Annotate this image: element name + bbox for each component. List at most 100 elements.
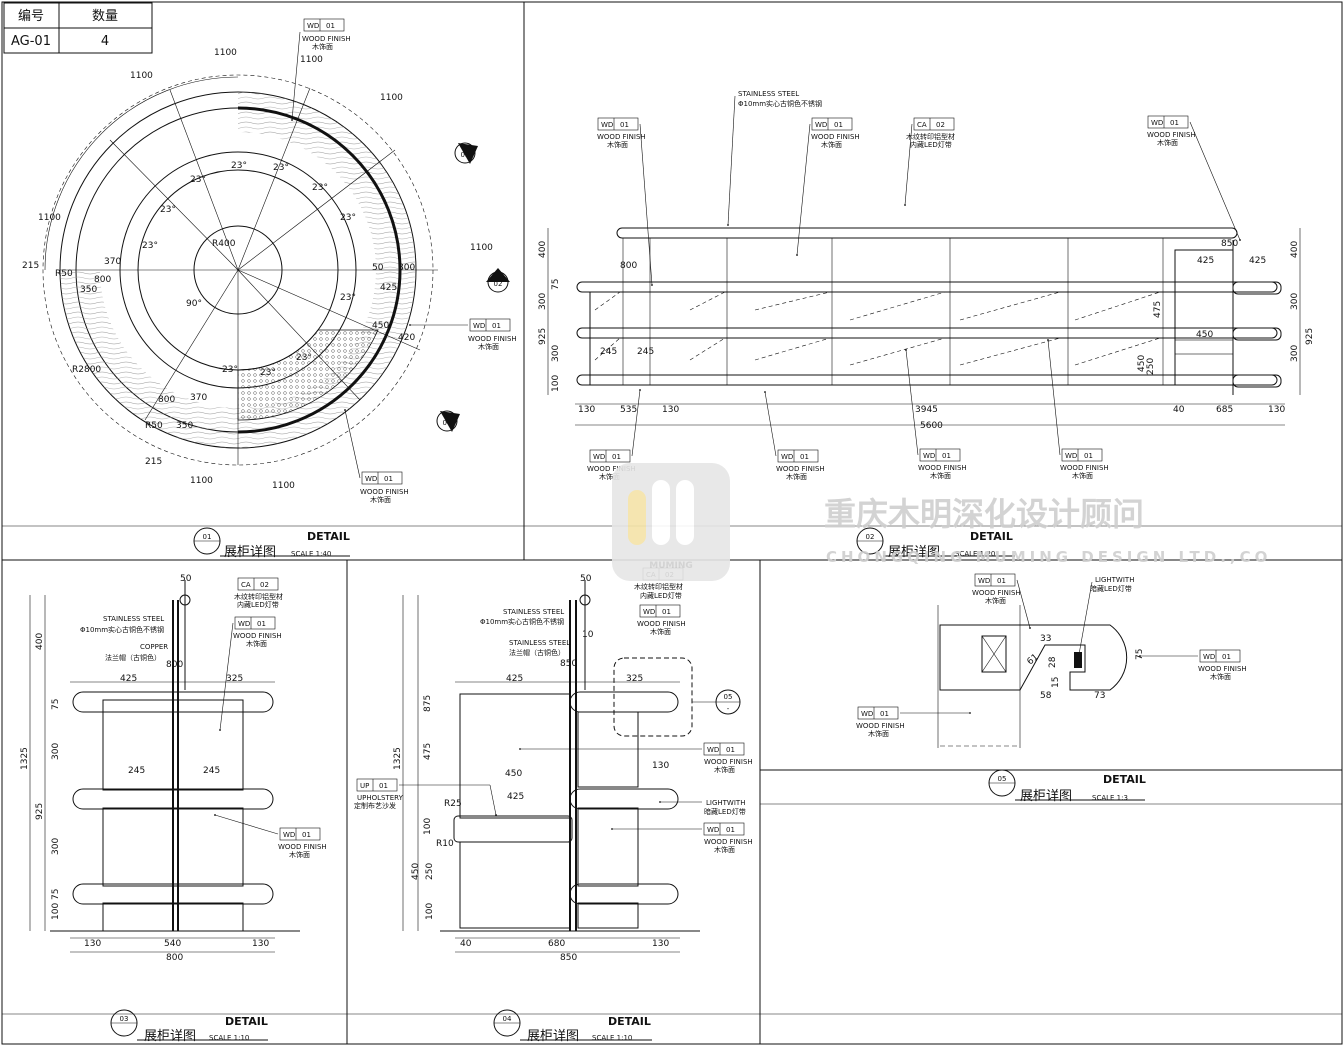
svg-text:04: 04 <box>443 419 452 427</box>
svg-text:425: 425 <box>1197 256 1214 266</box>
svg-text:木饰面: 木饰面 <box>312 42 333 51</box>
plan-dim-215-b: 215 <box>145 457 162 467</box>
svg-text:木饰面: 木饰面 <box>1157 138 1178 147</box>
detail-02-elevation: 130 535 130 3945 40 685 130 5600 400 300… <box>538 227 1315 431</box>
svg-text:SCALE 1:10: SCALE 1:10 <box>209 1034 249 1042</box>
svg-text:木饰面: 木饰面 <box>599 472 620 481</box>
svg-text:-: - <box>727 705 730 713</box>
schedule-table: 编号 数量 AG-01 4 <box>3 2 153 54</box>
svg-text:木纹转印铝型材: 木纹转印铝型材 <box>906 132 955 141</box>
svg-text:MUMING: MUMING <box>649 561 693 571</box>
svg-text:75: 75 <box>51 889 61 900</box>
svg-text:木纹转印铝型材: 木纹转印铝型材 <box>234 592 283 601</box>
title-detail-05: 05 DETAIL 展柜详图 SCALE 1:3 <box>988 769 1146 804</box>
svg-text:1325: 1325 <box>393 747 403 770</box>
svg-text:WD: WD <box>1151 119 1163 127</box>
svg-text:DETAIL: DETAIL <box>970 530 1013 543</box>
svg-text:50: 50 <box>580 574 592 584</box>
detail-01-plan: 1100 1100 1100 1100 1100 1100 1100 1100 … <box>22 48 493 491</box>
svg-text:05: 05 <box>998 775 1007 783</box>
svg-text:01: 01 <box>1222 653 1231 661</box>
svg-text:展柜详图: 展柜详图 <box>888 545 940 560</box>
plan-angle-i: 23° <box>296 353 312 363</box>
svg-text:01: 01 <box>492 322 501 330</box>
svg-text:685: 685 <box>1216 405 1233 415</box>
plan-angle-c: 23° <box>312 183 328 193</box>
svg-text:33: 33 <box>1040 634 1051 644</box>
svg-text:03: 03 <box>120 1015 129 1023</box>
plan-dim-425: 425 <box>380 283 397 293</box>
plan-dim-1100-b: 1100 <box>130 71 153 81</box>
svg-text:定制布艺沙发: 定制布艺沙发 <box>354 801 396 810</box>
svg-text:450: 450 <box>1196 330 1213 340</box>
svg-text:300: 300 <box>551 345 561 362</box>
svg-text:01: 01 <box>612 453 621 461</box>
svg-text:木饰面: 木饰面 <box>930 471 951 480</box>
svg-text:WD: WD <box>283 831 295 839</box>
plan-radius-400: R400 <box>212 239 236 249</box>
svg-text:WOOD FINISH: WOOD FINISH <box>1147 131 1196 139</box>
svg-text:STAINLESS STEEL: STAINLESS STEEL <box>503 608 564 616</box>
svg-text:木饰面: 木饰面 <box>478 342 499 351</box>
svg-text:内藏LED灯带: 内藏LED灯带 <box>237 600 279 609</box>
svg-text:木饰面: 木饰面 <box>1072 471 1093 480</box>
svg-text:DETAIL: DETAIL <box>1103 773 1146 786</box>
svg-text:450: 450 <box>411 863 421 880</box>
svg-text:01: 01 <box>620 121 629 129</box>
svg-text:800: 800 <box>166 660 183 670</box>
svg-text:130: 130 <box>84 939 101 949</box>
svg-text:01: 01 <box>726 826 735 834</box>
svg-text:CA: CA <box>241 581 251 589</box>
svg-text:WD: WD <box>365 475 377 483</box>
svg-text:WD: WD <box>307 22 319 30</box>
svg-text:WD: WD <box>781 453 793 461</box>
svg-text:250: 250 <box>425 863 435 880</box>
svg-text:01: 01 <box>379 782 388 790</box>
svg-text:STAINLESS STEEL: STAINLESS STEEL <box>738 90 799 98</box>
svg-text:01: 01 <box>800 453 809 461</box>
svg-text:100: 100 <box>425 903 435 920</box>
svg-text:展柜详图: 展柜详图 <box>144 1029 196 1044</box>
svg-text:100: 100 <box>423 818 433 835</box>
svg-text:CHONGQING MUMING DESIGN LTD.,C: CHONGQING MUMING DESIGN LTD.,CO <box>826 548 1271 566</box>
svg-text:SCALE 1:3: SCALE 1:3 <box>1092 794 1128 802</box>
svg-text:WD: WD <box>978 577 990 585</box>
svg-text:STAINLESS STEEL: STAINLESS STEEL <box>509 639 570 647</box>
svg-text:01: 01 <box>997 577 1006 585</box>
table-header-code: 编号 <box>18 9 44 24</box>
svg-text:325: 325 <box>226 674 243 684</box>
svg-text:425: 425 <box>506 674 523 684</box>
labels-detail-03: STAINLESS STEEL Φ10mm实心古铜色不锈钢 COPPER 法兰帽… <box>80 577 327 859</box>
svg-text:WD: WD <box>707 746 719 754</box>
svg-text:WD: WD <box>707 826 719 834</box>
svg-text:1325: 1325 <box>20 747 30 770</box>
svg-text:木饰面: 木饰面 <box>370 495 391 504</box>
svg-text:WOOD FINISH: WOOD FINISH <box>302 35 351 43</box>
svg-text:850: 850 <box>1221 239 1238 249</box>
svg-text:925: 925 <box>538 328 548 345</box>
svg-text:05: 05 <box>724 693 733 701</box>
svg-text:SCALE 1:10: SCALE 1:10 <box>592 1034 632 1042</box>
label-stainless-steel-elev: STAINLESS STEEL Φ10mm实心古铜色不锈钢 <box>727 90 822 226</box>
svg-text:450: 450 <box>1137 355 1147 372</box>
svg-text:01: 01 <box>384 475 393 483</box>
svg-text:UP: UP <box>360 782 369 790</box>
svg-text:130: 130 <box>252 939 269 949</box>
svg-text:5600: 5600 <box>920 421 943 431</box>
svg-text:925: 925 <box>1305 328 1315 345</box>
svg-text:WOOD FINISH: WOOD FINISH <box>811 133 860 141</box>
title-detail-04: 04 DETAIL 展柜详图 SCALE 1:10 <box>493 1009 652 1044</box>
svg-text:WOOD FINISH: WOOD FINISH <box>704 838 753 846</box>
svg-text:法兰帽（古铜色）: 法兰帽（古铜色） <box>105 653 161 662</box>
svg-text:DETAIL: DETAIL <box>608 1015 651 1028</box>
svg-text:10: 10 <box>582 630 594 640</box>
